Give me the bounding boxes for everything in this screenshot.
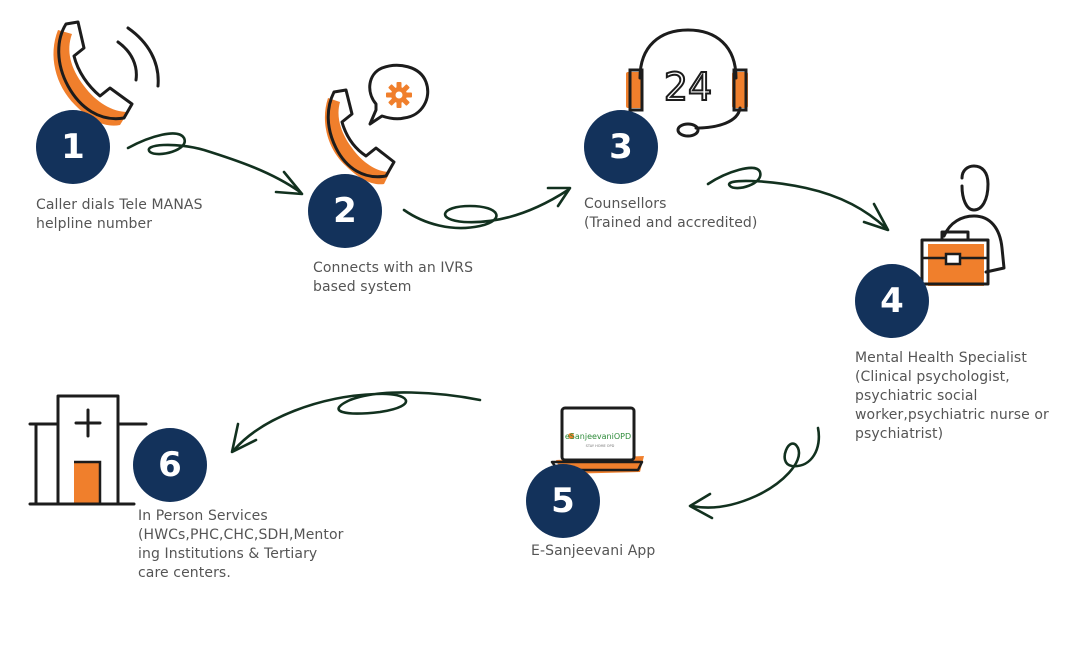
step-6-caption-line: ing Institutions & Tertiary [138, 546, 318, 562]
step-6-badge: 6 [133, 428, 207, 502]
step-5-caption-line: E-Sanjeevani App [531, 543, 656, 559]
phone-settings-icon [324, 63, 430, 185]
step-6-caption-line: In Person Services [138, 508, 268, 524]
step-6-caption-line: care centers. [138, 565, 231, 581]
step-3-caption: Counsellors (Trained and accredited) [584, 195, 757, 233]
step-1-badge: 1 [36, 110, 110, 184]
step-1-caption-line: Caller dials Tele MANAS [36, 197, 203, 213]
laptop-brand-text: eSanjeevaniOPD [565, 432, 631, 441]
step-2-caption-line: based system [313, 279, 412, 295]
step-5-badge: 5 [526, 464, 600, 538]
step-4-caption-line: Mental Health Specialist [855, 350, 1027, 366]
step-3-caption-line: Counsellors [584, 196, 667, 212]
phone-ringing-icon [53, 20, 160, 126]
step-1-caption-line: helpline number [36, 216, 153, 232]
hospital-icon [28, 394, 148, 506]
step-1-caption: Caller dials Tele MANAS helpline number [36, 196, 203, 234]
step-5-caption: E-Sanjeevani App [531, 542, 655, 561]
headset-24-icon: 24 [626, 28, 748, 138]
step-4-caption-line: psychiatrist) [855, 426, 944, 442]
specialist-briefcase-icon [920, 164, 1006, 286]
step-2-badge: 2 [308, 174, 382, 248]
step-3-caption-line: (Trained and accredited) [584, 215, 758, 231]
step-4-caption-line: (Clinical psychologist, [855, 369, 1010, 385]
step-6-caption-line: (HWCs,PHC,CHC,SDH,Mentor [138, 527, 344, 543]
laptop-tagline-text: STAY HOME OPD [586, 444, 615, 448]
headset-number: 24 [664, 65, 712, 109]
step-4-caption-line: worker,psychiatric nurse or [855, 407, 1049, 423]
step-4-badge: 4 [855, 264, 929, 338]
arrow-4-to-5 [688, 426, 821, 520]
step-4-caption: Mental Health Specialist (Clinical psych… [855, 349, 1049, 444]
arrow-3-to-4 [706, 166, 890, 232]
arrow-2-to-3 [402, 186, 572, 230]
arrow-5-to-6 [230, 391, 482, 454]
step-4-caption-line: psychiatric social [855, 388, 978, 404]
step-3-badge: 3 [584, 110, 658, 184]
step-2-caption-line: Connects with an IVRS [313, 260, 474, 276]
step-2-caption: Connects with an IVRS based system [313, 259, 473, 297]
arrow-1-to-2 [126, 132, 304, 196]
step-6-caption: In Person Services (HWCs,PHC,CHC,SDH,Men… [138, 507, 344, 583]
